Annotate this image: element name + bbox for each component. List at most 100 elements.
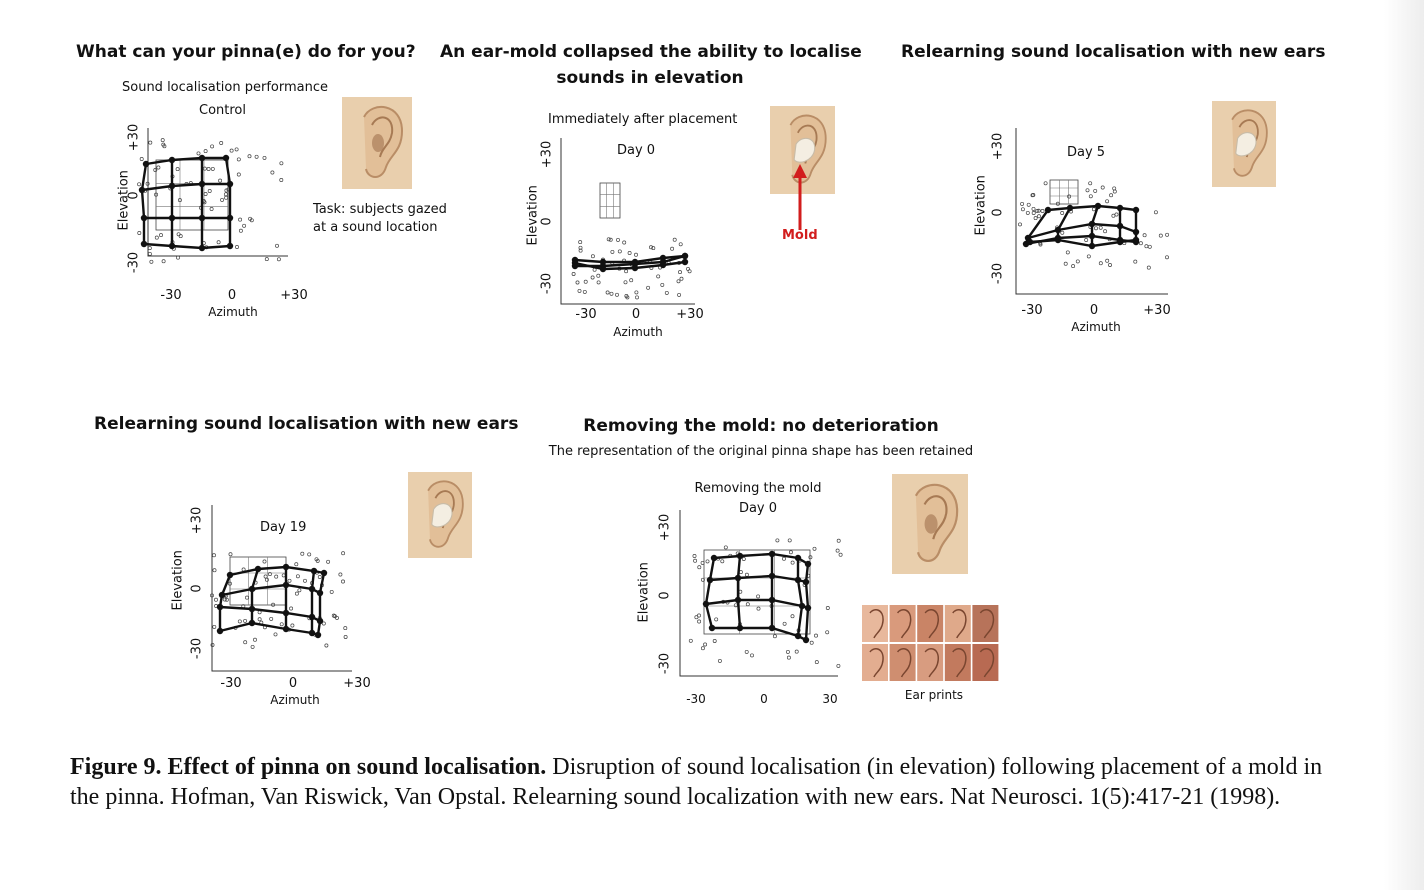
p3-response-point	[1165, 232, 1170, 237]
p5-response-point	[723, 545, 728, 550]
p4-response-point	[212, 624, 217, 629]
p4-response-point	[287, 578, 292, 583]
ear-print-outline	[869, 647, 884, 678]
p5-response-node	[708, 624, 716, 632]
p2-response-point	[670, 246, 675, 251]
ear-concha-shape	[372, 134, 384, 152]
p1-response-node	[198, 180, 206, 188]
p3-response-point	[1091, 207, 1096, 212]
p3-response-point	[1043, 181, 1048, 186]
p4-response-point	[263, 574, 268, 579]
p1-response-point	[218, 178, 223, 183]
p3-response-point	[1094, 226, 1098, 231]
ear-print-outline	[896, 647, 912, 678]
p2-response-point	[625, 295, 630, 300]
p3-response-point	[1065, 250, 1070, 255]
p3-response-point	[1103, 229, 1108, 234]
p5-response-node	[768, 572, 776, 580]
panel5-ytick-top: +30	[657, 513, 673, 542]
p4-response-node	[282, 609, 290, 617]
p3-response-point	[1165, 255, 1169, 260]
p3-response-point	[1071, 264, 1076, 269]
p3-response-point	[1025, 210, 1030, 215]
p1-response-point	[139, 157, 144, 161]
p4-response-point	[257, 617, 262, 622]
p2-response-node	[659, 261, 667, 269]
p3-response-point	[1020, 201, 1025, 206]
panel5-ear-photo	[892, 474, 968, 574]
p2-response-point	[583, 279, 588, 284]
p1-response-point	[148, 140, 153, 145]
p3-response-node	[1116, 222, 1124, 230]
p2-response-point	[649, 245, 653, 250]
ear-with-mold-icon	[408, 472, 472, 558]
p4-response-point	[300, 551, 305, 556]
p5-response-point	[750, 653, 754, 658]
p1-response-point	[177, 198, 182, 203]
p2-response-point	[646, 285, 651, 290]
panel2-xtick-left: -30	[575, 307, 597, 322]
p2-response-node	[571, 259, 579, 267]
p4-response-point	[338, 572, 343, 577]
p5-response-point	[741, 557, 746, 561]
p5-response-col-line	[704, 557, 716, 629]
p5-response-node	[736, 552, 744, 560]
p2-response-node	[599, 265, 607, 273]
p2-response-point	[677, 292, 682, 297]
p4-response-col-line	[310, 570, 316, 633]
panel3-ytick-bot: -30	[990, 262, 1006, 285]
panel2-plot	[560, 138, 695, 305]
ear-concha-shape	[924, 514, 938, 534]
p4-response-node	[226, 571, 234, 579]
p1-response-point	[262, 155, 267, 160]
p5-response-point	[814, 633, 818, 638]
p1-response-node	[198, 154, 206, 162]
panel2-title-line1: An ear-mold collapsed the ability to loc…	[440, 42, 862, 62]
p3-response-node	[1116, 204, 1124, 212]
p3-response-node	[1054, 236, 1062, 244]
panel2-xlabel: Azimuth	[613, 325, 663, 339]
p5-response-col-line	[736, 555, 742, 629]
ear-print-outline	[952, 608, 967, 639]
p4-response-point	[324, 643, 329, 648]
p4-response-point	[315, 558, 320, 563]
p1-response-point	[238, 228, 243, 233]
p3-response-point	[1067, 194, 1072, 199]
p2-response-point	[590, 254, 595, 259]
p3-response-point	[1036, 208, 1041, 213]
p1-response-point	[248, 216, 253, 221]
p1-response-point	[216, 240, 221, 245]
p1-response-point	[154, 235, 159, 240]
p4-response-point	[264, 577, 269, 582]
panel5-subtitle: The representation of the original pinna…	[548, 444, 974, 459]
p1-response-point	[176, 232, 181, 237]
p4-response-node	[218, 591, 226, 599]
p4-response-point	[245, 595, 249, 600]
p2-response-point	[605, 290, 610, 295]
p3-response-point	[1031, 206, 1036, 211]
ear-antihelix-shape	[371, 116, 394, 158]
p1-response-point	[145, 181, 150, 186]
p4-response-point	[228, 552, 233, 557]
p3-response-point	[1111, 213, 1116, 218]
panel3-xtick-right: +30	[1143, 303, 1171, 318]
p5-response-point	[705, 559, 710, 564]
p3-response-point	[1086, 254, 1091, 259]
p3-response-node	[1066, 204, 1074, 212]
p5-response-point	[790, 614, 795, 619]
p5-response-point	[700, 646, 705, 651]
p3-response-point	[1105, 258, 1110, 263]
p2-response-node	[681, 258, 689, 266]
panel2-ear-mold-photo	[770, 106, 835, 194]
p3-response-point	[1114, 212, 1119, 217]
p1-response-point	[235, 245, 239, 249]
p1-response-point	[161, 259, 166, 264]
panel4-xlabel: Azimuth	[270, 693, 320, 707]
p1-axes	[147, 128, 288, 257]
p3-response-point	[1112, 186, 1117, 191]
panel2-subtitle: Immediately after placement	[548, 112, 738, 127]
p2-response-point	[627, 251, 632, 255]
p4-response-node	[248, 619, 256, 627]
p4-response-node	[216, 627, 224, 635]
p5-response-point	[772, 634, 777, 639]
